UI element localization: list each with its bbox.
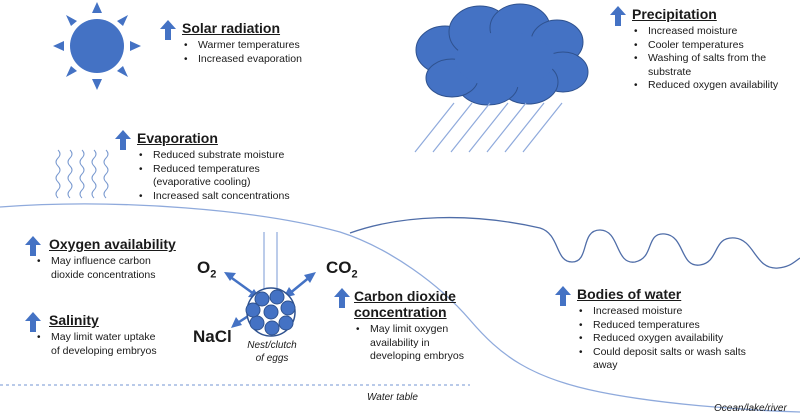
nacl-label: NaCl (193, 327, 232, 346)
co2-concentration-block: Carbon dioxide concentration May limit o… (334, 288, 464, 364)
rain-lines (414, 102, 563, 153)
water-item-continued: away (593, 359, 618, 371)
evaporation-block: Evaporation Reduced substrate moisture R… (115, 130, 290, 203)
oxygen-item: May influence carbon (37, 255, 176, 269)
nest-label-line2: of eggs (255, 353, 289, 364)
co2-item: May limit oxygen (356, 323, 464, 337)
increase-arrow-icon (555, 286, 571, 306)
bodies-of-water-block: Bodies of water Increased moisture Reduc… (555, 286, 746, 373)
co2-item-continued: developing embryos (370, 350, 464, 362)
evaporation-item: Reduced temperatures (139, 163, 290, 177)
increase-arrow-icon (25, 236, 41, 256)
salinity-title: Salinity (49, 312, 99, 328)
oxygen-label: O2 (197, 258, 216, 280)
water-table-label: Water table (367, 392, 418, 403)
water-item: Reduced temperatures (579, 319, 746, 333)
solar-item: Increased evaporation (184, 53, 302, 67)
water-item: Could deposit salts or wash salts (579, 346, 746, 360)
ground-surface-line (0, 203, 800, 413)
precipitation-item-continued: substrate (648, 65, 692, 78)
oxygen-availability-title: Oxygen availability (49, 236, 176, 252)
solar-radiation-title: Solar radiation (182, 20, 281, 36)
oxygen-symbol: O (197, 258, 211, 277)
oxygen-availability-block: Oxygen availability May influence carbon… (25, 236, 176, 282)
water-item: Increased moisture (579, 305, 746, 319)
sun-icon (53, 2, 141, 90)
solar-item: Warmer temperatures (184, 39, 302, 53)
co2-title-line2: concentration (354, 304, 447, 320)
precipitation-item: Reduced oxygen availability (634, 79, 778, 93)
evaporation-item-continued: (evaporative cooling) (153, 176, 251, 188)
cloud-icon (415, 3, 589, 106)
nest-shaft-lines (263, 232, 278, 290)
oxygen-item-continued: dioxide concentrations (51, 268, 156, 281)
solar-radiation-block: Solar radiation Warmer temperatures Incr… (160, 20, 302, 66)
precipitation-item: Cooler temperatures (634, 39, 778, 53)
bodies-of-water-title: Bodies of water (577, 286, 682, 302)
water-wave-line (349, 216, 800, 269)
salinity-item-continued: of developing embryos (51, 344, 157, 357)
increase-arrow-icon (25, 312, 41, 332)
salinity-block: Salinity May limit water uptake of devel… (25, 312, 157, 358)
precipitation-item: Washing of salts from the (634, 52, 778, 66)
precipitation-item: Increased moisture (634, 25, 778, 39)
evaporation-item: Increased salt concentrations (139, 190, 290, 204)
evaporation-wavy-lines (55, 149, 109, 199)
increase-arrow-icon (115, 130, 131, 150)
egg-clutch-icon (245, 287, 296, 337)
water-item: Reduced oxygen availability (579, 332, 746, 346)
increase-arrow-icon (334, 288, 350, 308)
co2-item-continued: availability in (370, 336, 430, 349)
precipitation-title: Precipitation (632, 6, 717, 22)
co2-symbol: CO (326, 258, 352, 277)
nest-label: Nest/clutch of eggs (247, 339, 297, 365)
ocean-lake-river-label: Ocean/lake/river (714, 403, 787, 414)
co2-subscript: 2 (351, 268, 358, 281)
salinity-item: May limit water uptake (37, 331, 157, 345)
evaporation-item: Reduced substrate moisture (139, 149, 290, 163)
oxygen-subscript: 2 (210, 268, 217, 281)
increase-arrow-icon (160, 20, 176, 40)
gas-exchange-arrows (224, 272, 316, 328)
co2-title-line1: Carbon dioxide (354, 288, 456, 304)
precipitation-block: Precipitation Increased moisture Cooler … (610, 6, 778, 93)
nest-label-line1: Nest/clutch (247, 340, 297, 351)
co2-label: CO2 (326, 258, 358, 280)
increase-arrow-icon (610, 6, 626, 26)
evaporation-title: Evaporation (137, 130, 218, 146)
